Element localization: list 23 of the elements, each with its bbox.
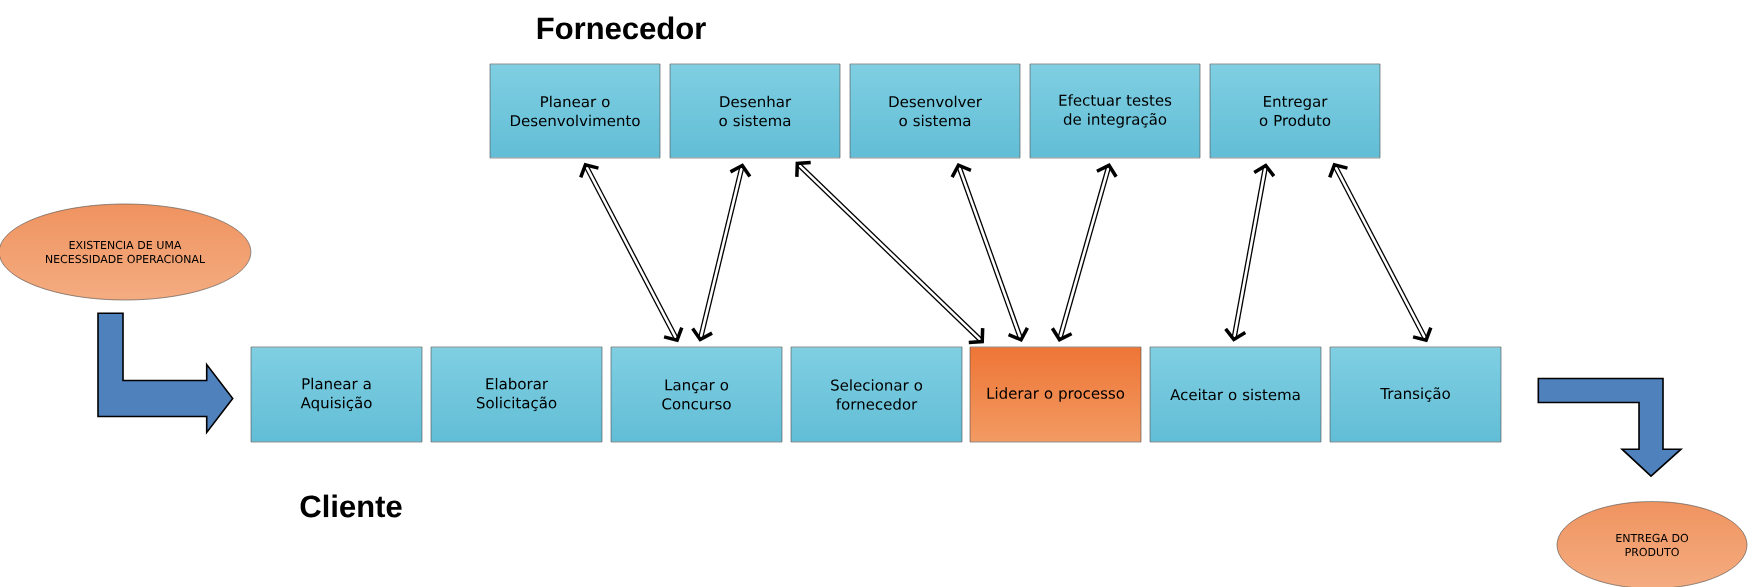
step-box: Desenvolver o sistema [849,63,1021,159]
block-arrow [1537,377,1684,478]
double-arrow [579,162,684,343]
double-arrow [1328,162,1433,343]
step-box: Elaborar Solicitação [430,346,603,443]
step-box: Transição [1329,346,1502,443]
step-box: Entregar o Produto [1209,63,1381,159]
step-box: Desenhar o sistema [669,63,841,159]
double-arrow [795,160,985,345]
step-box: Lançar o Concurso [610,346,783,443]
double-arrow [1224,163,1276,342]
step-box: Planear a Aquisição [250,346,423,443]
section-title: Cliente [300,494,402,518]
double-arrow [1050,163,1118,342]
section-title: Fornecedor [537,16,706,40]
double-arrow [950,163,1029,342]
step-box: Efectuar testes de integração [1029,63,1201,159]
highlighted-step-box: Liderar o processo [969,346,1142,443]
double-arrow [691,163,752,342]
step-box: Selecionar o fornecedor [790,346,963,443]
step-box: Planear o Desenvolvimento [489,63,661,159]
step-box: Aceitar o sistema [1149,346,1322,443]
block-arrow [97,312,234,435]
